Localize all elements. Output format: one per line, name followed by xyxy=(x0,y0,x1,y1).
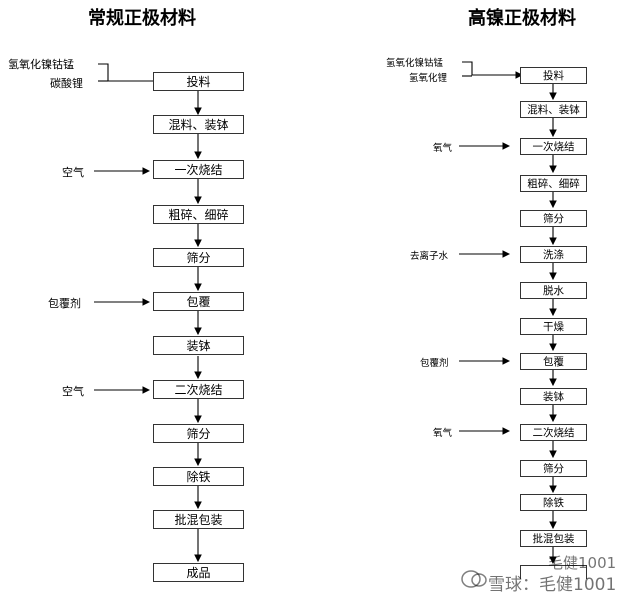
right-input-lithium-hydroxide: 氢氧化锂 xyxy=(409,73,448,84)
right-step-dewatering: 脱水 xyxy=(520,282,587,299)
left-step-first-sintering: 一次烧结 xyxy=(153,160,244,179)
right-step-coating: 包覆 xyxy=(520,353,587,370)
right-step-mixing-loading: 混料、装钵 xyxy=(520,101,587,118)
right-side-oxygen-1: 氧气 xyxy=(433,143,453,154)
right-step-blending-packing: 批混包装 xyxy=(520,530,587,547)
left-side-coating-agent: 包覆剂 xyxy=(48,297,81,310)
right-input-precursor: 氢氧化镍钴锰 xyxy=(386,58,444,69)
right-step-first-sintering: 一次烧结 xyxy=(520,138,587,155)
right-step-sieving-2: 筛分 xyxy=(520,460,587,477)
right-step-washing: 洗涤 xyxy=(520,246,587,263)
snowball-logo-icon xyxy=(461,570,487,588)
left-step-blending-packing: 批混包装 xyxy=(153,510,244,529)
left-title: 常规正极材料 xyxy=(88,8,196,29)
right-step-loading: 装钵 xyxy=(520,388,587,405)
right-step-drying: 干燥 xyxy=(520,318,587,335)
right-step-sieving-1: 筛分 xyxy=(520,210,587,227)
right-side-deionized-water: 去离子水 xyxy=(410,251,449,262)
watermark-bottom: 雪球：毛健1001 xyxy=(488,575,617,595)
right-step-second-sintering: 二次烧结 xyxy=(520,424,587,441)
left-step-product: 成品 xyxy=(153,563,244,582)
left-step-loading: 装钵 xyxy=(153,336,244,355)
right-step-iron-removal: 除铁 xyxy=(520,494,587,511)
left-input-lithium-carbonate: 碳酸锂 xyxy=(50,77,83,90)
left-step-feeding: 投料 xyxy=(153,72,244,91)
right-step-feeding: 投料 xyxy=(520,67,587,84)
left-step-coating: 包覆 xyxy=(153,292,244,311)
right-side-oxygen-2: 氧气 xyxy=(433,428,453,439)
left-step-sieving-2: 筛分 xyxy=(153,424,244,443)
left-step-second-sintering: 二次烧结 xyxy=(153,380,244,399)
left-side-air-1: 空气 xyxy=(62,166,84,179)
watermark-top: 毛健1001 xyxy=(548,554,617,572)
left-step-crushing: 粗碎、细碎 xyxy=(153,205,244,224)
right-step-final-partial xyxy=(520,565,587,579)
right-title: 高镍正极材料 xyxy=(468,8,576,29)
right-side-coating-agent: 包覆剂 xyxy=(420,358,449,369)
left-input-precursor: 氢氧化镍钴锰 xyxy=(8,58,74,71)
right-step-crushing: 粗碎、细碎 xyxy=(520,175,587,192)
left-step-mixing-loading: 混料、装钵 xyxy=(153,115,244,134)
left-side-air-2: 空气 xyxy=(62,385,84,398)
left-step-iron-removal: 除铁 xyxy=(153,467,244,486)
left-step-sieving-1: 筛分 xyxy=(153,248,244,267)
